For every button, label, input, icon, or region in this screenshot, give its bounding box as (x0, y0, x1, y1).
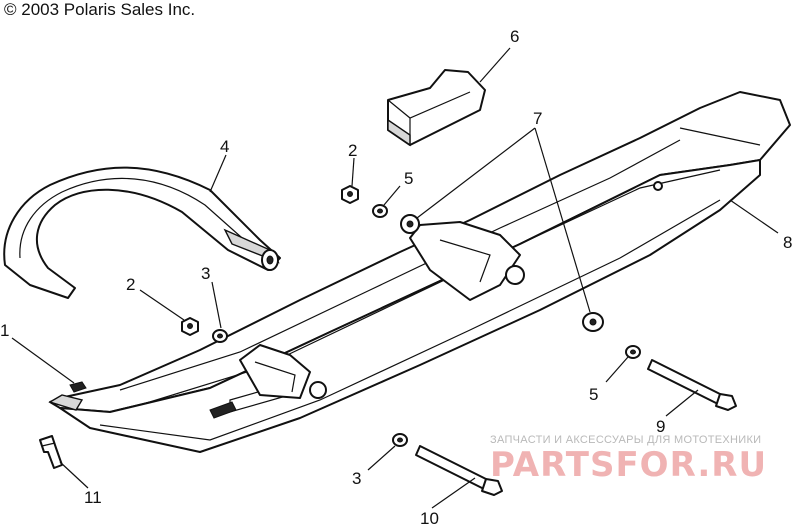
callout-11: 11 (84, 488, 102, 507)
callout-8: 8 (783, 233, 792, 252)
callout-5-lower: 5 (589, 385, 598, 404)
callout-3-lower: 3 (352, 469, 361, 488)
callout-2-upper: 2 (348, 141, 357, 160)
callout-1: 1 (0, 321, 9, 340)
copyright-notice: © 2003 Polaris Sales Inc. (4, 0, 196, 19)
watermark-site: PARTSFOR.RU (490, 445, 767, 485)
callout-2-lower: 2 (126, 275, 135, 294)
hardware (39, 185, 737, 496)
watermark-tagline: ЗАПЧАСТИ И АКСЕССУАРЫ ДЛЯ МОТОТЕХНИКИ (490, 434, 761, 446)
callout-5-upper: 5 (404, 169, 413, 188)
callout-6: 6 (510, 27, 519, 46)
watermark: ЗАПЧАСТИ И АКСЕССУАРЫ ДЛЯ МОТОТЕХНИКИ PA… (490, 434, 767, 485)
callout-10: 10 (420, 509, 439, 527)
leader-lines (11, 47, 779, 509)
callout-9: 9 (656, 417, 665, 436)
ski-body (48, 91, 791, 453)
callout-labels: 1 2 2 3 3 4 5 5 6 7 8 9 10 11 (0, 27, 792, 527)
callout-7: 7 (533, 109, 542, 128)
ski-loop (3, 166, 281, 299)
wear-pad (387, 69, 486, 147)
callout-4: 4 (220, 137, 229, 156)
callout-3-upper: 3 (201, 264, 210, 283)
